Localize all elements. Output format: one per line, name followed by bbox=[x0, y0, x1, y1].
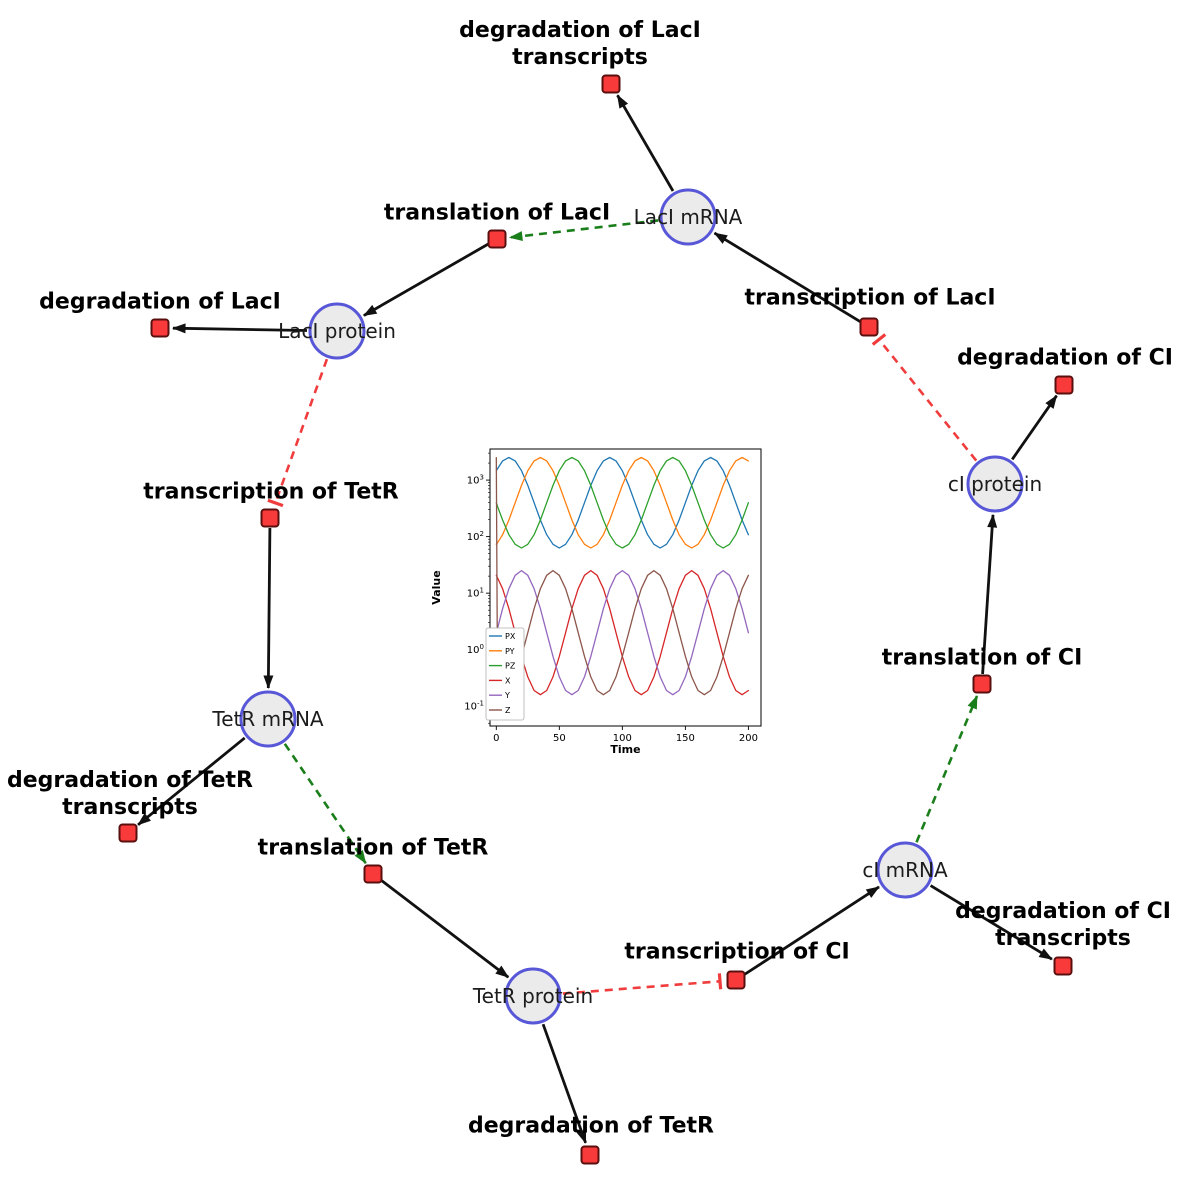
edge-lacI-protein-deg-lacI bbox=[172, 323, 308, 334]
legend-label-X: X bbox=[505, 676, 511, 685]
edge-tetR-mRNA-deg-tetR-transcripts bbox=[137, 736, 246, 826]
series-Z bbox=[495, 456, 750, 703]
svg-text:150: 150 bbox=[676, 733, 695, 744]
plot-legend: PX PY PZ XYZ bbox=[485, 627, 525, 721]
series-PX bbox=[495, 456, 750, 549]
edge-transcription-lacI-lacI-mRNA bbox=[713, 231, 862, 323]
edge-lacI-mRNA-deg-lacI-transcripts bbox=[616, 94, 675, 192]
legend-label-PY: PY bbox=[505, 647, 515, 656]
edge-translation-cI-cI-protein bbox=[981, 513, 998, 675]
svg-text:103: 103 bbox=[467, 474, 484, 487]
series-X bbox=[495, 569, 750, 696]
svg-text:101: 101 bbox=[467, 587, 484, 600]
edge-cI-protein-transcription-lacI bbox=[871, 333, 978, 462]
plot-series bbox=[495, 456, 750, 703]
edge-transcription-cI-cI-mRNA bbox=[743, 885, 880, 976]
svg-text:0: 0 bbox=[493, 733, 499, 744]
reaction-edges bbox=[137, 94, 1058, 1144]
edge-tetR-protein-transcription-cI bbox=[562, 973, 723, 995]
edge-lacI-protein-transcription-tetR bbox=[267, 358, 329, 508]
y-axis-label: Value bbox=[430, 570, 443, 604]
series-Y bbox=[495, 569, 750, 696]
edge-transcription-tetR-tetR-mRNA bbox=[263, 527, 274, 689]
edge-cI-protein-deg-cI bbox=[1011, 394, 1058, 461]
series-PY bbox=[495, 456, 750, 549]
edge-cI-mRNA-translation-cI bbox=[915, 695, 979, 843]
legend-label-PX: PX bbox=[505, 632, 516, 641]
edge-tetR-protein-deg-tetR bbox=[541, 1023, 587, 1144]
legend-label-Y: Y bbox=[504, 691, 510, 700]
svg-text:10-1: 10-1 bbox=[464, 700, 484, 713]
edge-translation-tetR-tetR-protein bbox=[380, 878, 510, 979]
edge-translation-lacI-lacI-protein bbox=[363, 242, 489, 317]
edge-cI-mRNA-deg-cI-transcripts bbox=[929, 884, 1053, 961]
series-PZ bbox=[495, 456, 750, 549]
edge-tetR-mRNA-translation-tetR bbox=[283, 743, 367, 865]
svg-text:200: 200 bbox=[739, 733, 758, 744]
x-axis-label: Time bbox=[610, 743, 640, 756]
edge-lacI-mRNA-translation-lacI bbox=[508, 219, 659, 242]
svg-text:100: 100 bbox=[467, 643, 484, 656]
svg-text:100: 100 bbox=[613, 733, 632, 744]
x-axis-ticks: 0 50 100 150 200 bbox=[493, 726, 758, 744]
svg-text:102: 102 bbox=[467, 530, 484, 543]
legend-label-Z: Z bbox=[505, 706, 511, 715]
legend-label-PZ: PZ bbox=[505, 662, 516, 671]
svg-text:50: 50 bbox=[553, 733, 566, 744]
